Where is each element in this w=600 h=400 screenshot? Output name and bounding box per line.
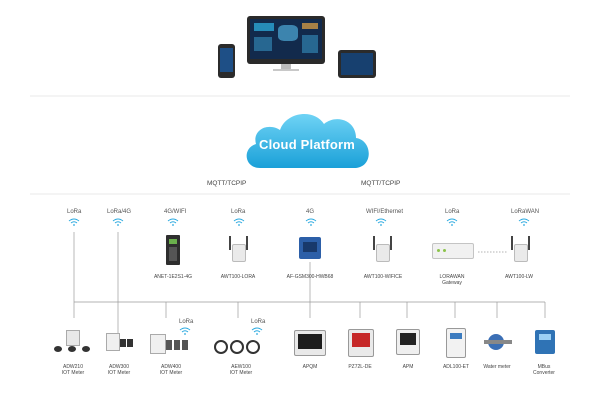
gsm-gateway-device <box>299 237 321 259</box>
gateway-protocol-6: WIFI/Ethernet <box>366 209 404 215</box>
adw300-meter-device <box>106 333 134 357</box>
gateway-label-awt100-wifi: AWT100-WIFICE <box>363 274 403 280</box>
anet-gateway-device <box>166 235 180 265</box>
device-label-mbus: MBus Converter <box>533 364 555 376</box>
gateway-label-anet: ANET-1E2S1-4G <box>153 274 193 280</box>
gateway-protocol-1: LoRa <box>67 209 82 215</box>
tablet-device <box>338 50 376 78</box>
wifi-icon <box>518 218 530 226</box>
wifi-icon <box>167 218 179 226</box>
wifi-icon <box>179 327 191 335</box>
wifi-icon <box>446 218 458 226</box>
gateway-label-gsm: AF-GSM300-HWB68 <box>286 274 334 280</box>
device-label-aew100: AEW100 IOT Meter <box>229 364 253 376</box>
gateway-label-awt100-lora: AWT100-LORA <box>220 274 256 280</box>
lorawan-gateway-device <box>432 243 474 259</box>
apqm-device <box>294 330 326 356</box>
pz72l-de-device <box>348 329 374 357</box>
cloud-shape <box>246 113 369 168</box>
gateway-label-lorawan: LORAWAN Gateway <box>439 274 465 286</box>
gateway-protocol-2: LoRa/4G <box>107 209 132 215</box>
awt100-lw-device <box>508 236 532 262</box>
device-label-water-meter: Water meter <box>483 364 511 370</box>
gateway-protocol-5: 4G <box>306 209 315 215</box>
device-label-adw210: ADW210 IOT Meter <box>61 364 85 376</box>
device-label-adw300: ADW300 IOT Meter <box>107 364 131 376</box>
wifi-icon <box>68 218 80 226</box>
wifi-icon <box>251 327 263 335</box>
water-meter-device <box>484 332 512 352</box>
gateway-protocol-4: LoRa <box>231 209 246 215</box>
device-label-apm: APM <box>402 364 414 370</box>
device-protocol-adw400: LoRa <box>179 319 194 325</box>
gateway-protocol-3: 4G/WIFI <box>164 209 187 215</box>
phone-device <box>218 44 235 78</box>
apm-device <box>396 329 420 355</box>
wifi-icon <box>112 218 124 226</box>
cloud-platform-label: Cloud Platform <box>259 137 355 152</box>
aew100-meter-device <box>214 336 260 356</box>
awt100-wifi-device <box>370 236 394 262</box>
wifi-icon <box>305 218 317 226</box>
mbus-converter-device <box>535 330 555 354</box>
monitor-device <box>247 16 325 71</box>
awt100-lora-device <box>226 236 250 262</box>
device-label-pz72l: PZ72L-DE <box>348 364 372 370</box>
gateway-protocol-8: LoRaWAN <box>511 209 540 215</box>
mqtt-right-label: MQTT/TCPIP <box>361 180 401 187</box>
adw210-meter-device <box>54 330 94 354</box>
device-label-adl100: ADL100-ET <box>442 364 470 370</box>
gateway-protocol-7: LoRa <box>445 209 460 215</box>
wifi-icon <box>233 218 245 226</box>
mqtt-left-label: MQTT/TCPIP <box>207 180 247 187</box>
adl100-et-device <box>446 328 466 358</box>
device-protocol-aew100: LoRa <box>251 319 266 325</box>
wifi-icon <box>375 218 387 226</box>
device-label-adw400: ADW400 IOT Meter <box>159 364 183 376</box>
device-label-apqm: APQM <box>302 364 318 370</box>
adw400-meter-device <box>150 334 190 354</box>
gateway-label-awt100-lw: AWT100-LW <box>504 274 534 280</box>
